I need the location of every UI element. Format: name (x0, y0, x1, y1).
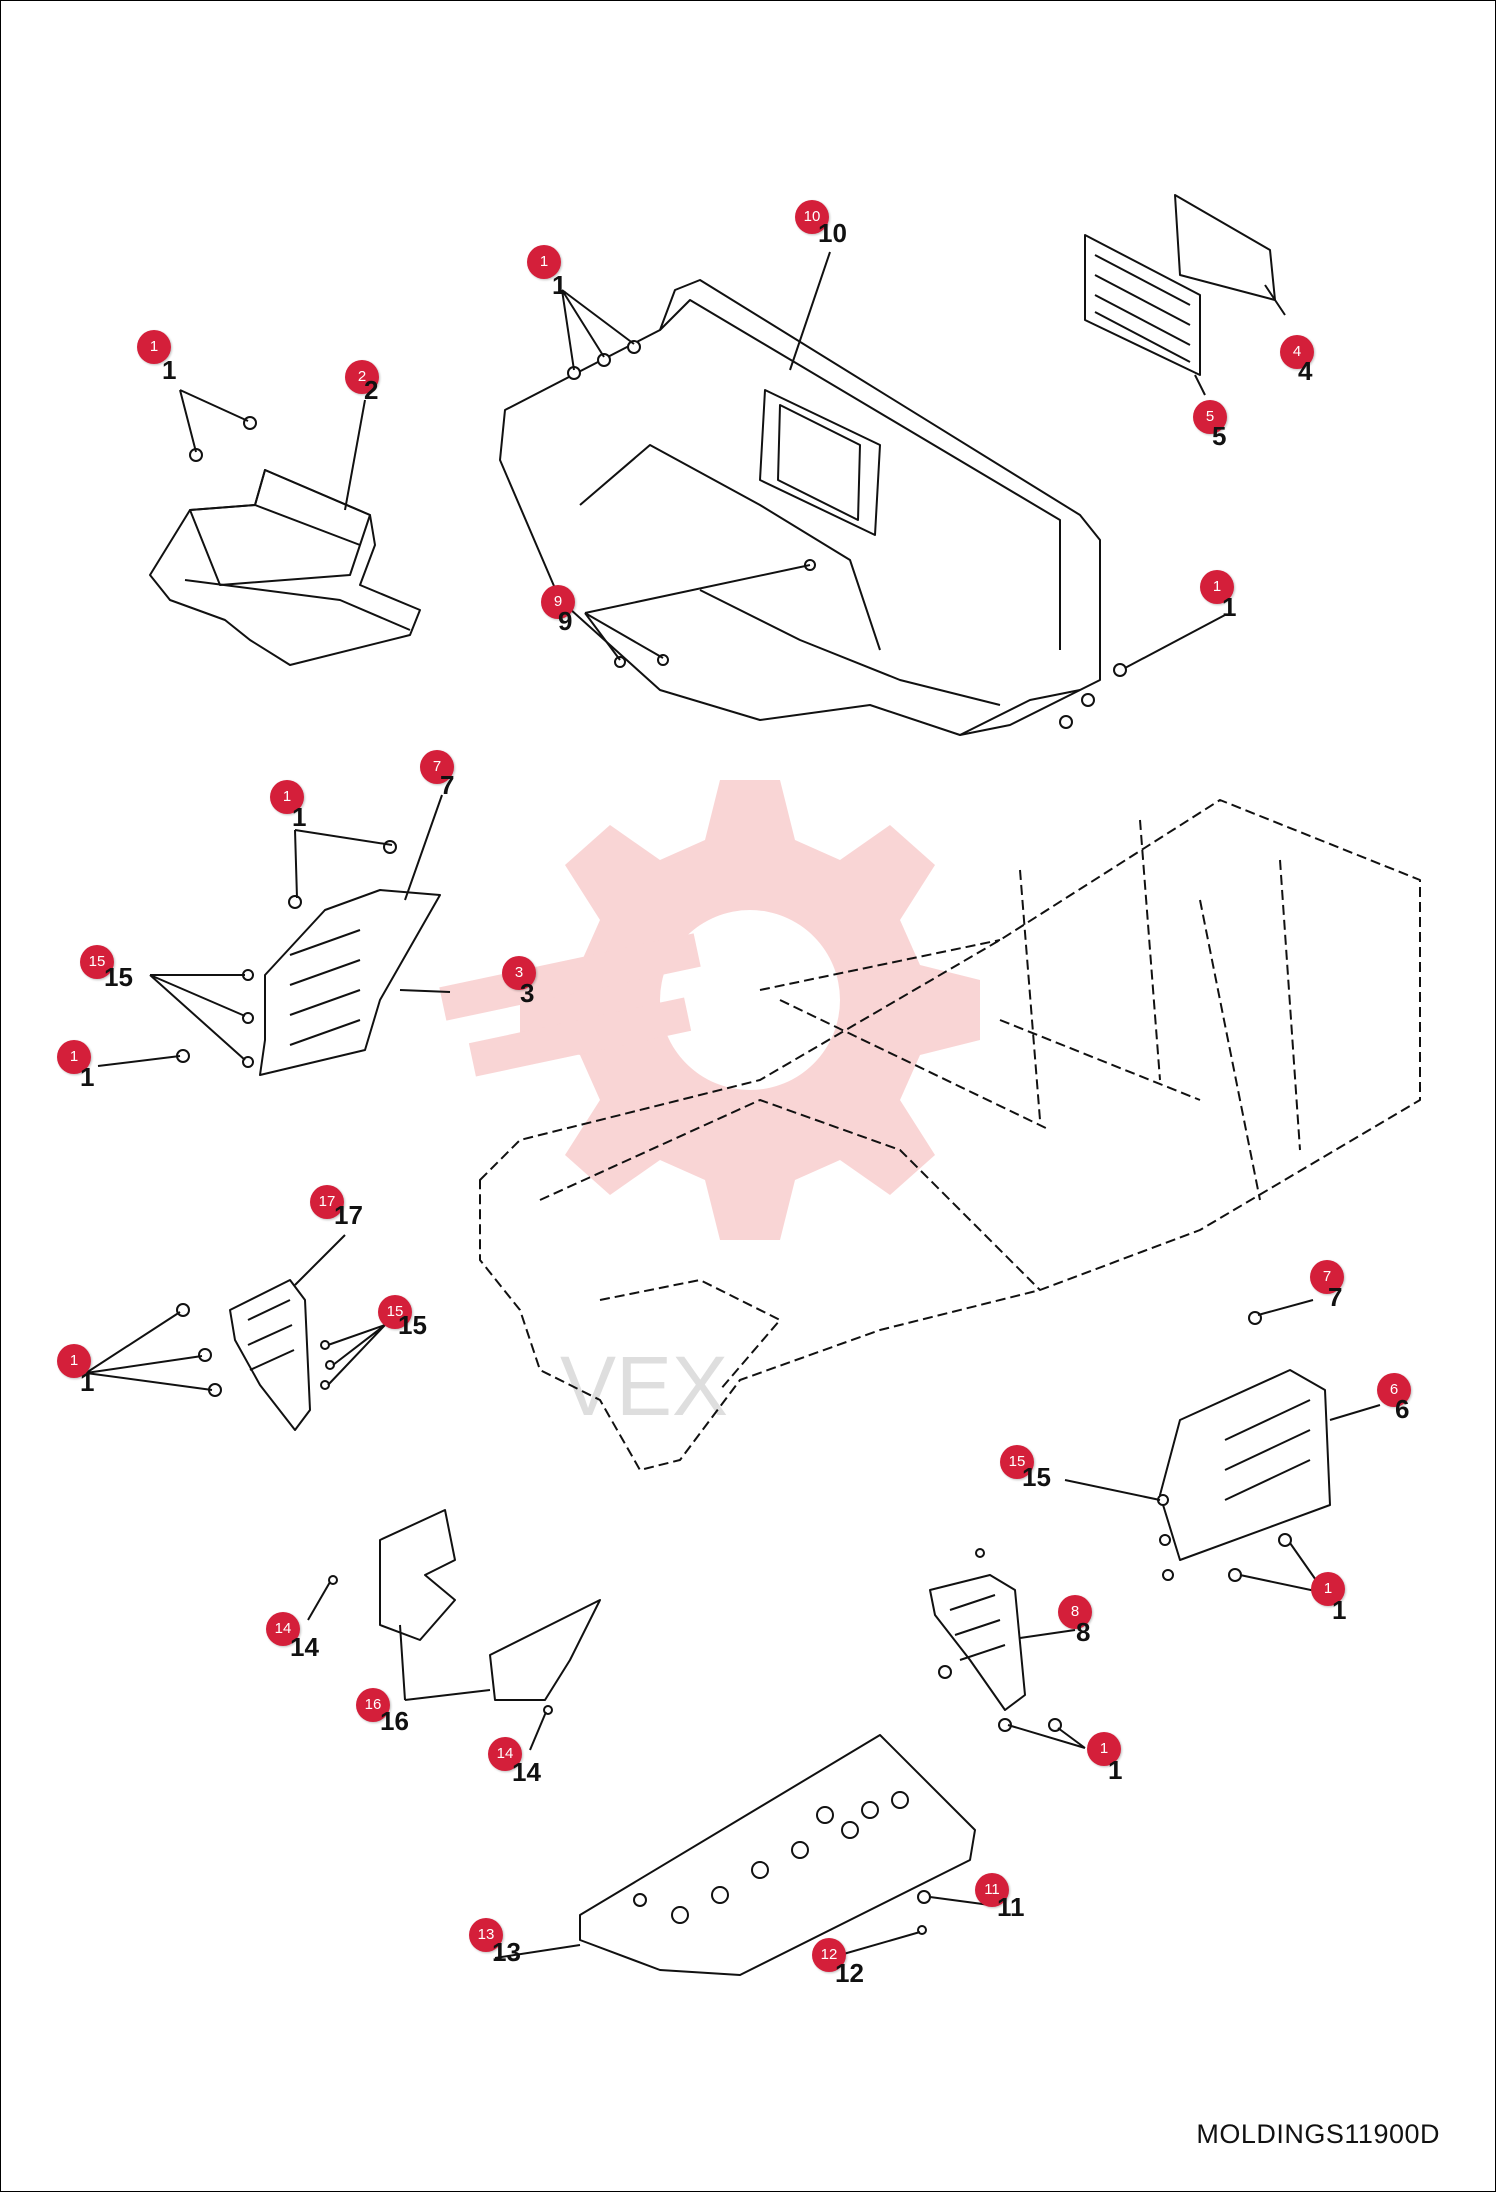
part-17-bracket (229, 1279, 311, 1431)
callout-7[interactable]: 7 (420, 750, 454, 784)
ref-label-9: 9 (558, 606, 573, 636)
callout-15[interactable]: 15 (378, 1295, 412, 1329)
leader-lines (85, 251, 1381, 1959)
callout-14[interactable]: 14 (266, 1612, 300, 1646)
ref-label-16: 16 (380, 1706, 409, 1736)
part-6-right-side-panel (1159, 1369, 1331, 1561)
ref-label-17: 17 (334, 1200, 363, 1230)
watermark-text: VEX (560, 1339, 728, 1433)
ref-label-15: 15 (398, 1310, 427, 1340)
callout-1[interactable]: 1 (57, 1344, 91, 1378)
callout-16[interactable]: 16 (356, 1688, 390, 1722)
callout-9[interactable]: 9 (541, 585, 575, 619)
callout-1[interactable]: 1 (1087, 1732, 1121, 1766)
callout-10[interactable]: 10 (795, 200, 829, 234)
ref-label-4: 4 (1298, 356, 1313, 386)
callout-1[interactable]: 1 (527, 245, 561, 279)
ref-label-1: 1 (80, 1062, 95, 1092)
ref-label-14: 14 (512, 1757, 541, 1787)
callout-1[interactable]: 1 (137, 330, 171, 364)
part-13-skid-plate (579, 1734, 976, 1976)
ref-label-12: 12 (835, 1958, 864, 1988)
callout-14[interactable]: 14 (488, 1737, 522, 1771)
drawing-code: MOLDINGS11900D (1196, 2119, 1440, 2149)
part-5-grille (1084, 234, 1201, 376)
ref-label-11: 11 (997, 1892, 1025, 1922)
watermark-gear (439, 780, 980, 1240)
ref-label-1: 1 (162, 355, 177, 385)
vehicle-frame-chassis (479, 799, 1421, 1471)
callout-11[interactable]: 11 (975, 1873, 1009, 1907)
ref-label-5: 5 (1212, 421, 1227, 451)
callout-13[interactable]: 13 (469, 1918, 503, 1952)
part-8-bracket (929, 1574, 1026, 1711)
ref-label-2: 2 (364, 375, 379, 405)
ref-label-13: 13 (492, 1937, 521, 1967)
part-10-rear-panel (499, 279, 1101, 736)
callout-3[interactable]: 3 (502, 956, 536, 990)
ref-label-3: 3 (520, 978, 535, 1008)
ref-label-1: 1 (292, 802, 307, 832)
callout-2[interactable]: 2 (345, 360, 379, 394)
ref-label-10: 10 (818, 218, 847, 248)
callout-17[interactable]: 17 (310, 1185, 344, 1219)
ref-label-15: 15 (104, 962, 133, 992)
callout-4[interactable]: 4 (1280, 335, 1314, 369)
ref-label-1: 1 (1222, 592, 1237, 622)
part-4-foam-sheet (1174, 194, 1276, 301)
callout-15[interactable]: 15 (80, 945, 114, 979)
callout-12[interactable]: 12 (812, 1938, 846, 1972)
ref-label-7: 7 (1328, 1282, 1343, 1312)
callout-8[interactable]: 8 (1058, 1595, 1092, 1629)
part-2-duct (149, 416, 421, 666)
part-16-bracket (379, 1509, 601, 1701)
callout-1[interactable]: 1 (57, 1040, 91, 1074)
callout-6[interactable]: 6 (1377, 1373, 1411, 1407)
ref-label-1: 1 (80, 1367, 95, 1397)
callout-5[interactable]: 5 (1193, 400, 1227, 434)
ref-label-15: 15 (1022, 1462, 1051, 1492)
fasteners (176, 340, 1292, 1935)
ref-label-1: 1 (552, 270, 567, 300)
ref-label-1: 1 (1108, 1755, 1123, 1785)
callout-7[interactable]: 7 (1310, 1260, 1344, 1294)
callout-15[interactable]: 15 (1000, 1445, 1034, 1479)
ref-label-1: 1 (1332, 1595, 1347, 1625)
ref-label-8: 8 (1076, 1617, 1091, 1647)
ref-label-14: 14 (290, 1632, 319, 1662)
callout-1[interactable]: 1 (1200, 570, 1234, 604)
part-3-left-side-panel (259, 889, 441, 1076)
ref-label-6: 6 (1395, 1394, 1410, 1424)
callout-1[interactable]: 1 (270, 780, 304, 814)
ref-label-7: 7 (440, 770, 455, 800)
callout-1[interactable]: 1 (1311, 1572, 1345, 1606)
